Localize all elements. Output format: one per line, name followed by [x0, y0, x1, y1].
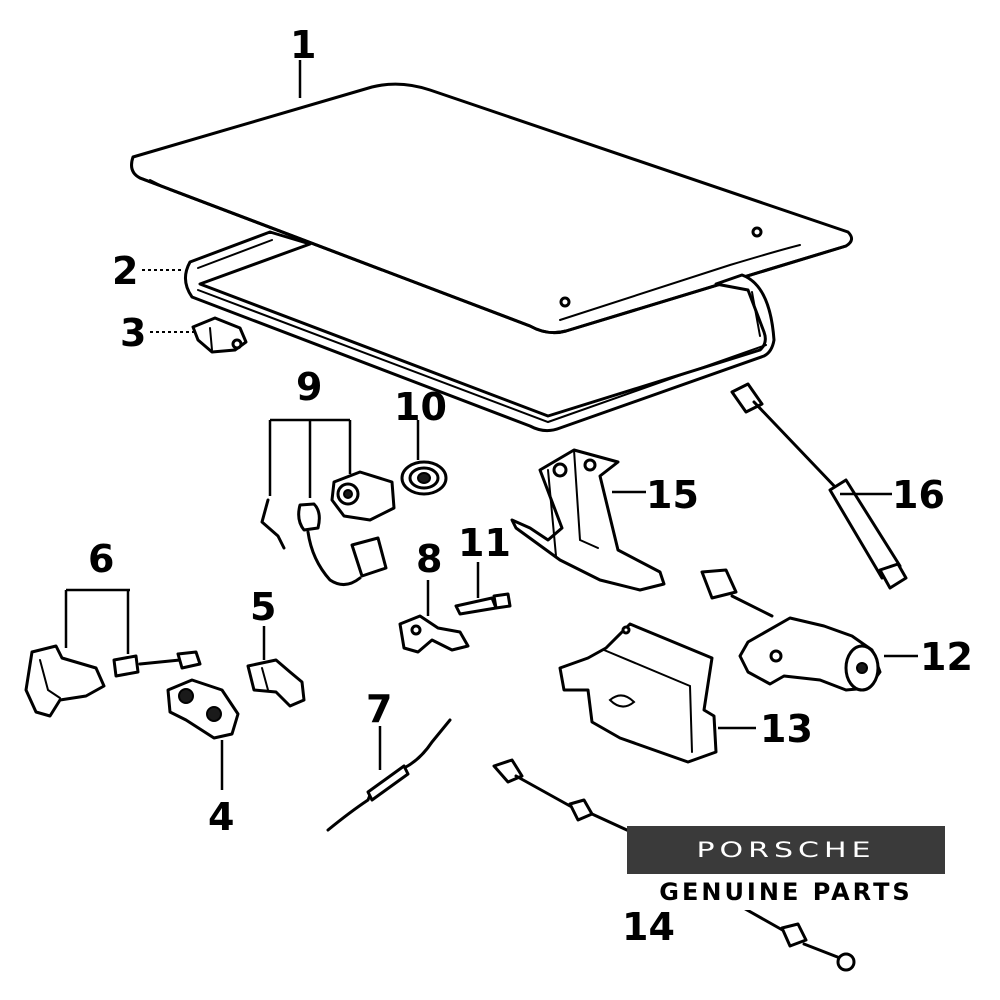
latch-part [24, 644, 202, 718]
callout-16: 16 [892, 473, 945, 517]
callout-11: 11 [458, 521, 511, 565]
callout-4: 4 [208, 795, 234, 839]
callout-14: 14 [622, 905, 675, 949]
clip-part [246, 658, 306, 708]
hinge-part [510, 448, 666, 592]
callout-7: 7 [366, 687, 392, 731]
logo-wordmark-bar: PORSCHE [627, 826, 945, 874]
control-unit-part [558, 622, 718, 764]
lock-catch-part [166, 678, 240, 740]
callout-1: 1 [290, 23, 316, 67]
release-cable-part [326, 718, 452, 832]
bracket-part [191, 316, 248, 354]
leader-lines [64, 60, 918, 790]
porsche-genuine-parts-logo: PORSCHE GENUINE PARTS [627, 826, 945, 910]
callout-8: 8 [416, 537, 442, 581]
bolt-part [454, 592, 512, 616]
support-bracket-part [398, 614, 470, 654]
gas-strut-part [730, 382, 908, 590]
grommet-part [400, 460, 448, 496]
logo-brand-text: PORSCHE [696, 837, 876, 863]
logo-tagline: GENUINE PARTS [627, 874, 945, 910]
motor-part [700, 568, 882, 692]
trunk-seal-part [184, 230, 776, 433]
callout-9: 9 [296, 365, 322, 409]
callout-15: 15 [646, 473, 699, 517]
callout-5: 5 [250, 585, 276, 629]
trunk-lid-part [130, 82, 853, 335]
bowden-cable-part [492, 758, 856, 972]
lock-wiring-part [260, 470, 396, 586]
callout-6: 6 [88, 537, 114, 581]
callout-12: 12 [920, 635, 973, 679]
callout-2: 2 [112, 249, 138, 293]
callout-13: 13 [760, 707, 813, 751]
callout-10: 10 [394, 385, 447, 429]
callout-3: 3 [120, 311, 146, 355]
